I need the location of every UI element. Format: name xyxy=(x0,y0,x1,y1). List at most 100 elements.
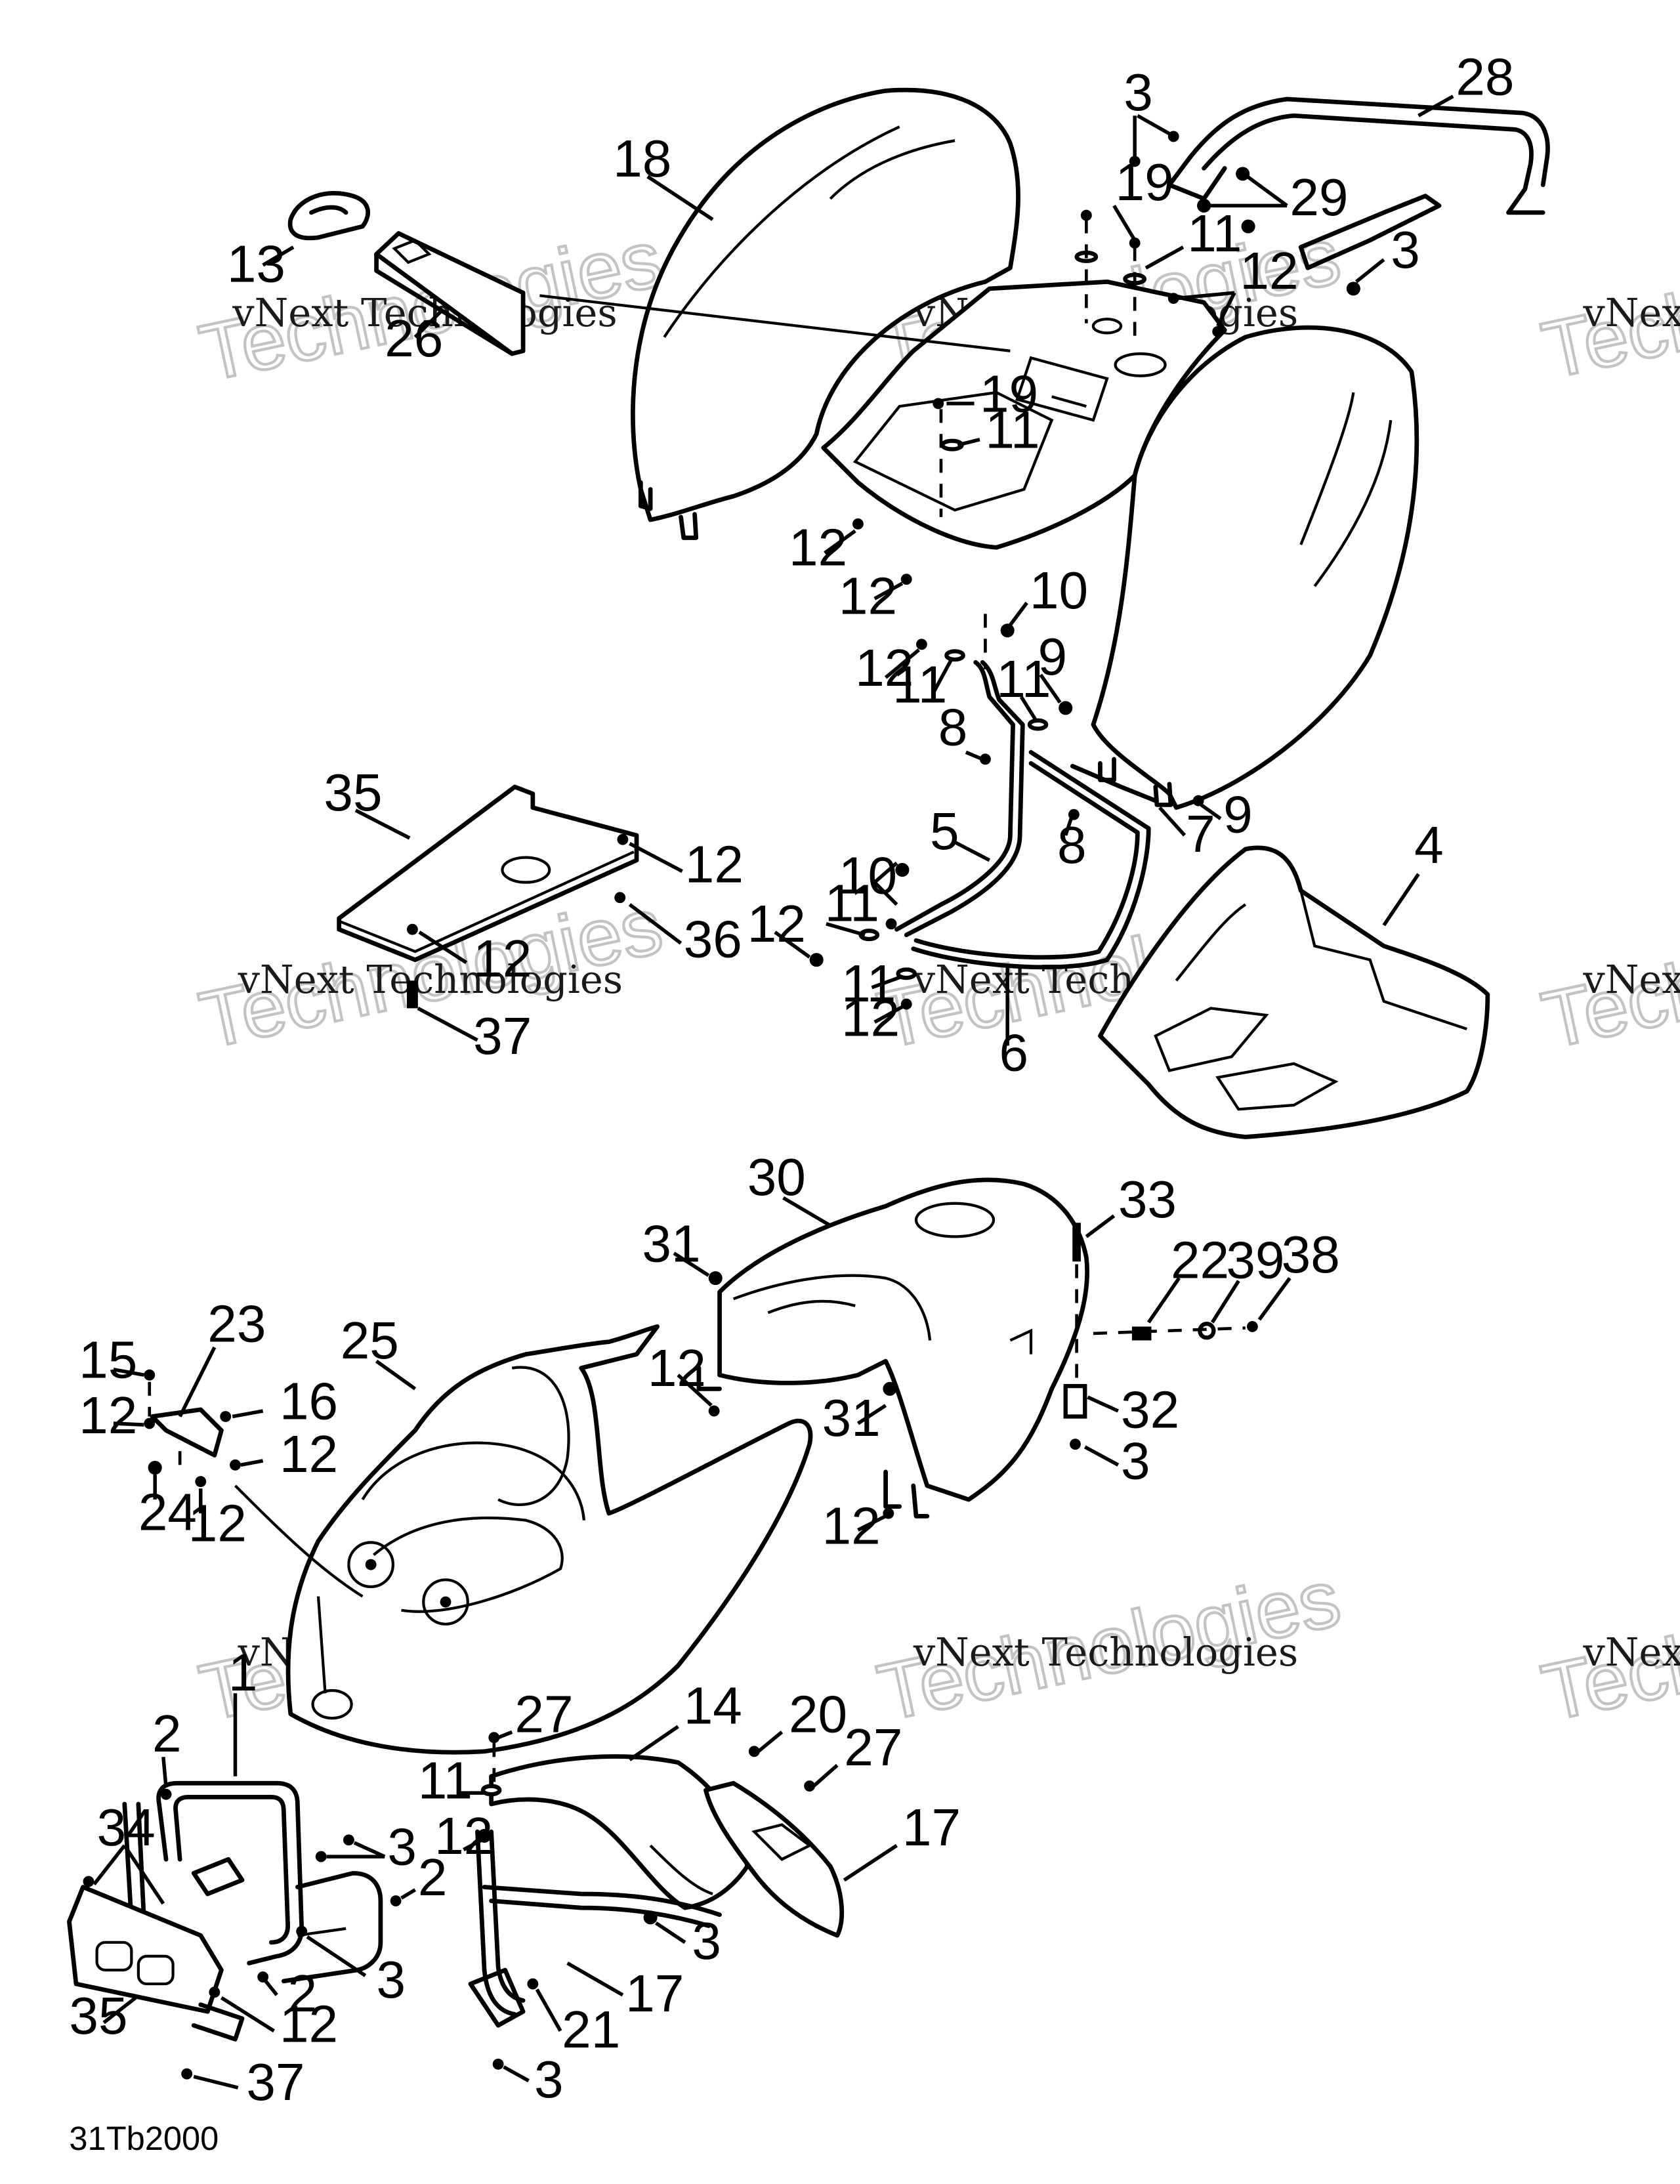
callout: 12 xyxy=(280,1994,338,2053)
callout: 27 xyxy=(514,1684,573,1743)
callout: 19 xyxy=(980,364,1038,423)
nut-icon xyxy=(885,918,897,930)
washer-icon xyxy=(480,1784,502,1797)
callout: 12 xyxy=(841,988,900,1047)
front-mud-guard xyxy=(489,1754,750,1910)
callout: 29 xyxy=(1290,167,1348,226)
callout: 35 xyxy=(69,1986,127,2045)
fastener-icon xyxy=(365,1559,377,1570)
watermark: Technologies vNext Technologies xyxy=(869,1551,1349,1739)
grommet-icon xyxy=(1131,1326,1152,1341)
callout: 9 xyxy=(1038,627,1068,686)
callout: 17 xyxy=(625,1964,684,2023)
nut-icon xyxy=(1212,326,1224,337)
mud-flap xyxy=(1098,845,1490,1139)
callout: 34 xyxy=(97,1797,156,1857)
nut-icon xyxy=(1346,282,1360,296)
callout: 3 xyxy=(1121,1431,1150,1490)
bolt-icon xyxy=(527,1978,539,1990)
callout: 9 xyxy=(1223,785,1253,844)
callout: 3 xyxy=(534,2049,564,2109)
callout: 25 xyxy=(341,1311,399,1370)
washer-icon xyxy=(1027,718,1049,731)
callout: 13 xyxy=(227,234,285,293)
spacer-icon xyxy=(1063,1383,1087,1419)
callout: 27 xyxy=(844,1717,902,1776)
fastener-icon xyxy=(440,1596,452,1608)
callout: 18 xyxy=(613,129,671,188)
hardware-tank xyxy=(708,1223,1258,1519)
nut-icon xyxy=(296,1925,308,1937)
callout: 12 xyxy=(839,566,897,625)
callout: 16 xyxy=(280,1372,338,1431)
callout: 2 xyxy=(418,1847,448,1906)
callout: 8 xyxy=(938,698,968,757)
callout: 12 xyxy=(1240,241,1298,300)
front-fender xyxy=(234,1324,813,1755)
watermark: Technologies vNext Technologies xyxy=(1534,1551,1680,1739)
screw-icon xyxy=(748,1746,760,1757)
callout: 22 xyxy=(1171,1230,1229,1290)
guard-support xyxy=(468,1829,722,2028)
callout: 31 xyxy=(642,1213,700,1272)
bolt-icon xyxy=(614,892,626,904)
watermark-small: vNext Technologies xyxy=(1582,957,1680,1002)
callout: 11 xyxy=(418,1751,472,1810)
fuel-tank-cover xyxy=(696,1177,1090,1519)
callout: 8 xyxy=(1057,815,1087,874)
nut-icon xyxy=(1059,701,1073,715)
nut-icon xyxy=(1167,131,1179,142)
drawing-code: 31Tb2000 xyxy=(69,2120,219,2157)
callout: 2 xyxy=(288,1964,318,2023)
callout: 38 xyxy=(1282,1225,1340,1284)
bolt-icon xyxy=(160,1788,172,1800)
callout: 3 xyxy=(1391,220,1420,279)
callout: 11 xyxy=(985,400,1040,459)
callout: 15 xyxy=(79,1330,137,1389)
callout: 4 xyxy=(1414,815,1444,874)
screw-icon xyxy=(933,398,944,410)
nut-icon xyxy=(492,2058,504,2070)
screw-icon xyxy=(488,1732,500,1744)
callout: 5 xyxy=(930,801,959,860)
screw-icon xyxy=(1080,209,1092,221)
callout: 20 xyxy=(789,1684,847,1743)
callout: 2 xyxy=(152,1704,182,1763)
callout: 3 xyxy=(692,1911,721,1970)
nut-icon xyxy=(1070,1438,1081,1450)
callout: 19 xyxy=(1116,152,1174,211)
callout: 11 xyxy=(996,649,1051,708)
watermark-small: vNext Technologies xyxy=(238,957,623,1002)
nut-icon xyxy=(209,1986,220,1998)
nut-icon xyxy=(1167,293,1179,304)
bolt-icon xyxy=(1000,623,1015,638)
callout: 24 xyxy=(138,1482,197,1541)
nut-icon xyxy=(1192,795,1204,807)
hardware-mid xyxy=(809,623,1204,1010)
screw-icon xyxy=(804,1780,816,1792)
watermark: Technologies vNext Technologies xyxy=(1534,209,1680,397)
callout: 12 xyxy=(685,835,744,894)
callout: 33 xyxy=(1118,1169,1177,1228)
callout: 28 xyxy=(1456,47,1514,106)
watermark: Technologies vNext Technologies xyxy=(1534,878,1680,1066)
callout: 17 xyxy=(902,1797,961,1857)
screw-icon xyxy=(144,1369,156,1381)
callout: 6 xyxy=(999,1022,1029,1082)
skid-plate xyxy=(337,784,639,1009)
bolt-icon xyxy=(883,1381,897,1396)
callout: 12 xyxy=(473,929,532,988)
callout: 12 xyxy=(822,1496,881,1555)
callout: 32 xyxy=(1121,1379,1179,1438)
callout: 7 xyxy=(1186,804,1215,863)
nut-icon xyxy=(315,1851,327,1862)
callout: 11 xyxy=(825,873,879,933)
bumper-guard xyxy=(67,1885,245,2042)
rear-rack xyxy=(1167,96,1550,270)
bolt-icon xyxy=(1072,1223,1081,1262)
tool-box-lid xyxy=(374,231,526,356)
callout: 21 xyxy=(562,2000,620,2059)
watermark-small: vNext Technologies xyxy=(1582,290,1680,335)
screw-icon xyxy=(220,1411,232,1422)
